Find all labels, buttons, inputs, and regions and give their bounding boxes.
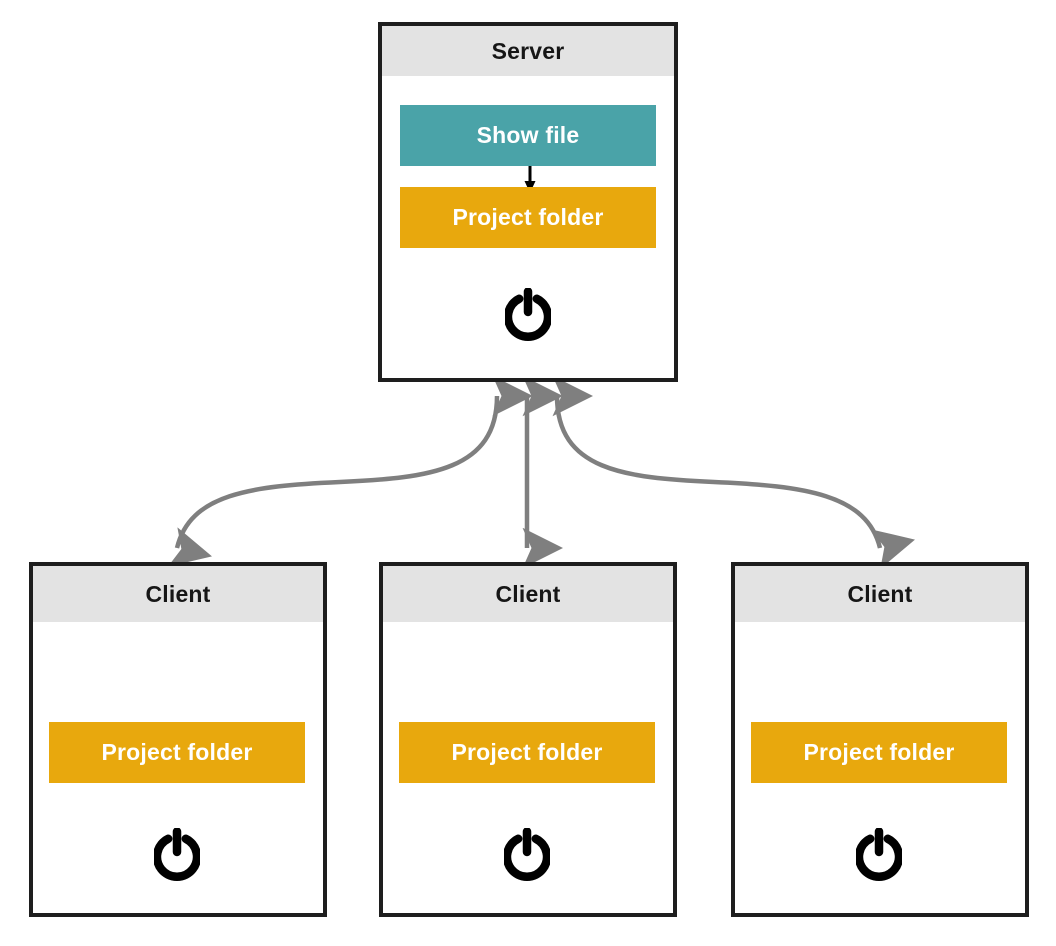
client-1-project-folder-label: Project folder [101, 739, 253, 765]
server-project-folder-label: Project folder [452, 204, 604, 230]
client-3-header: Client [735, 566, 1025, 622]
client-node-2[interactable]: Client Project folder [379, 562, 677, 917]
client-node-1[interactable]: Client Project folder [29, 562, 327, 917]
server-client-1-connector [167, 375, 533, 567]
client-2-header: Client [383, 566, 673, 622]
server-show-file-label: Show file [476, 122, 580, 148]
power-icon[interactable] [856, 828, 902, 882]
server-header: Server [382, 26, 674, 76]
power-icon[interactable] [504, 828, 550, 882]
server-header-label: Server [491, 37, 565, 64]
client-2-project-folder-bar[interactable]: Project folder [399, 722, 655, 783]
power-icon[interactable] [154, 828, 200, 882]
server-show-file-bar[interactable]: Show file [400, 105, 656, 166]
server-project-folder-bar[interactable]: Project folder [400, 187, 656, 248]
client-3-header-label: Client [847, 580, 913, 607]
client-3-project-folder-bar[interactable]: Project folder [751, 722, 1007, 783]
client-3-project-folder-label: Project folder [803, 739, 955, 765]
client-node-3[interactable]: Client Project folder [731, 562, 1029, 917]
server-client-3-connector [552, 375, 915, 569]
power-icon[interactable] [505, 288, 551, 342]
client-2-project-folder-label: Project folder [451, 739, 603, 765]
client-2-header-label: Client [495, 580, 561, 607]
client-1-header: Client [33, 566, 323, 622]
client-1-header-label: Client [145, 580, 211, 607]
server-node[interactable]: Server Show file Project folder [378, 22, 678, 382]
client-1-project-folder-bar[interactable]: Project folder [49, 722, 305, 783]
